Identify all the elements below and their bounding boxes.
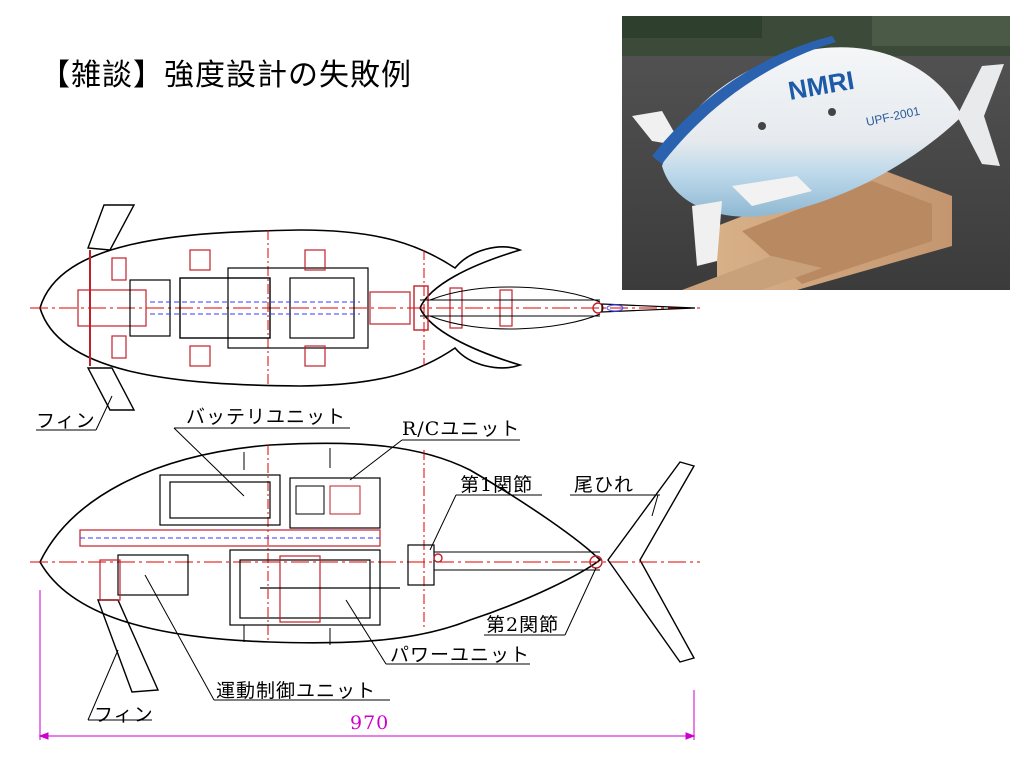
robot-fish-photo: NMRI UPF-2001 — [622, 16, 1010, 290]
slide-title: 【雑談】強度設計の失敗例 — [40, 58, 412, 93]
side-view — [30, 442, 700, 693]
label-fin-top: フィン — [36, 410, 96, 432]
top-fin-upper — [87, 204, 136, 251]
top-fin-lower — [86, 367, 136, 411]
dimension-line — [38, 590, 696, 740]
label-joint-2: 第2関節 — [486, 614, 560, 636]
top-view — [30, 204, 700, 411]
robot-fish-photo-art: NMRI UPF-2001 — [622, 16, 1010, 290]
leader-lines — [36, 395, 660, 721]
label-tail-fin: 尾ひれ — [574, 474, 635, 496]
label-fin-bottom: フィン — [94, 704, 154, 726]
side-pectoral-fin — [96, 599, 160, 693]
label-joint-1: 第1関節 — [460, 474, 534, 496]
side-tail-fin — [607, 461, 696, 663]
label-battery-unit: バッテリユニット — [186, 406, 347, 428]
label-motion-control-unit: 運動制御ユニット — [216, 680, 377, 702]
dimension-label: 970 — [350, 712, 390, 734]
label-power-unit: パワーユニット — [390, 644, 531, 666]
label-rc-unit: R/Cユニット — [402, 418, 521, 440]
side-body-outline — [39, 442, 602, 644]
